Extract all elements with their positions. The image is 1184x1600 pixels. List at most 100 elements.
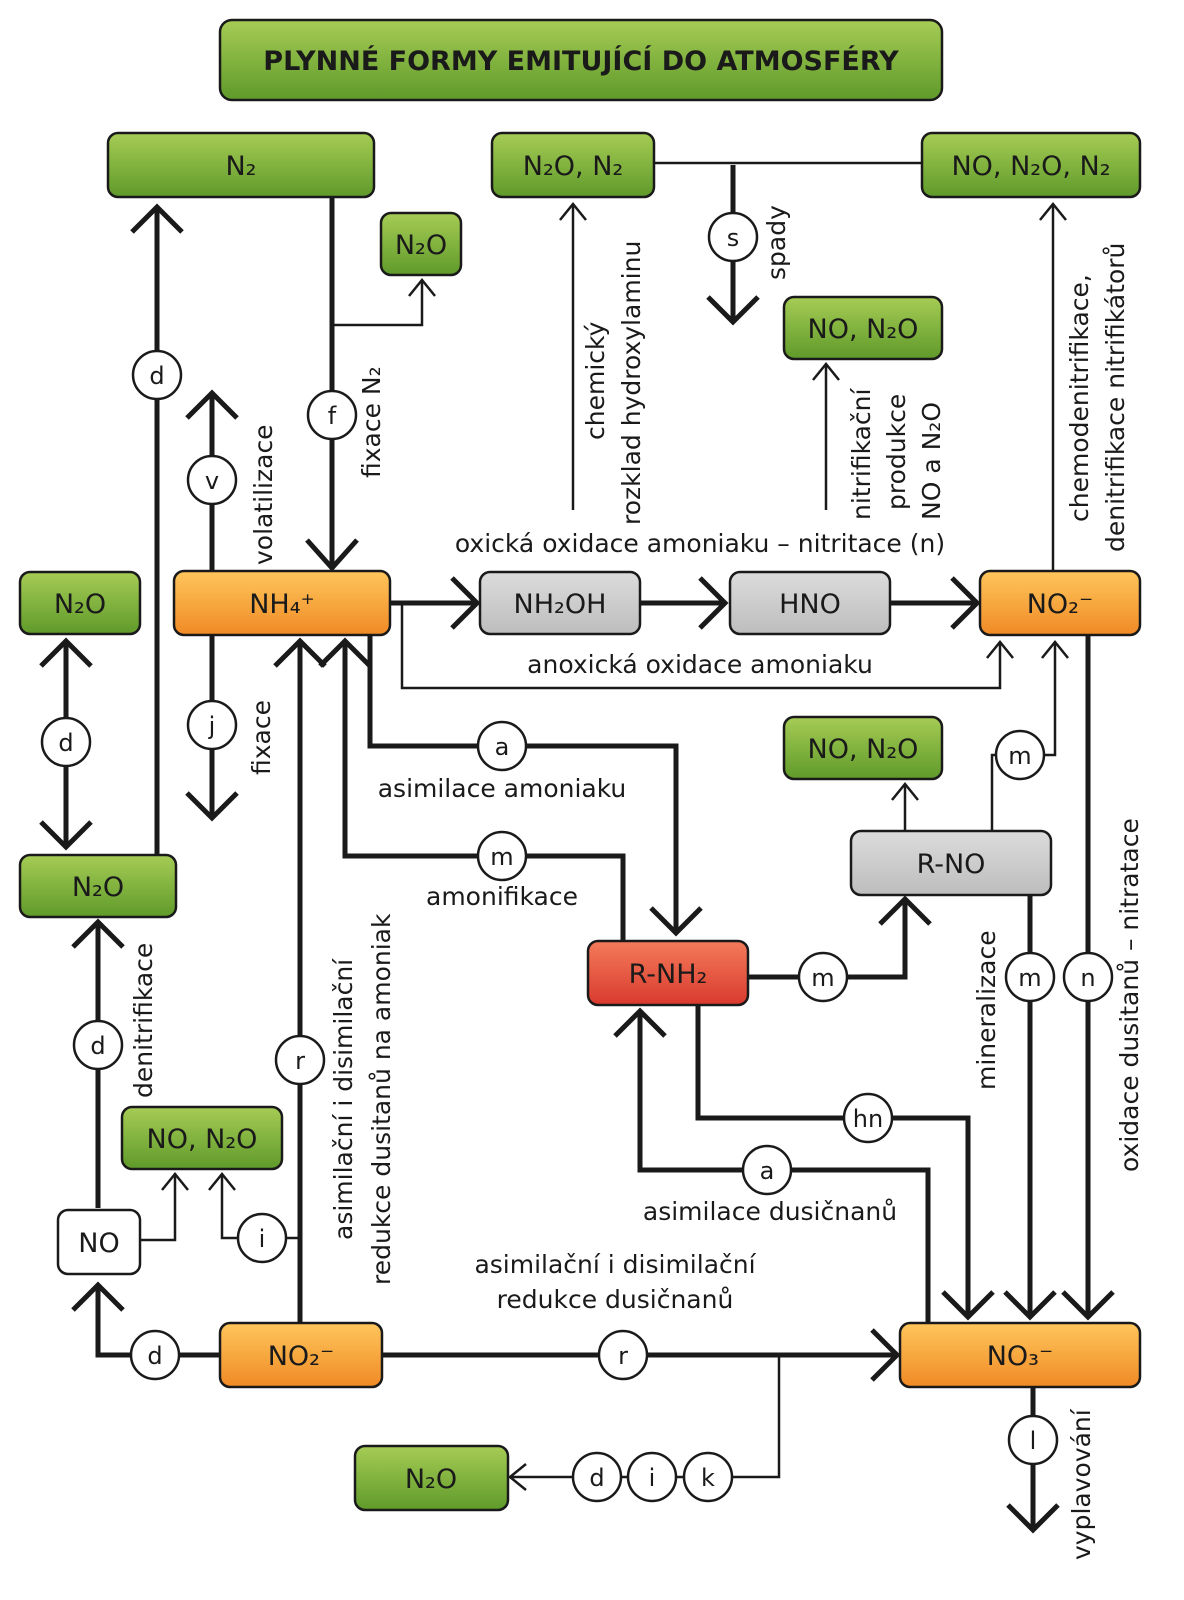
svg-text:a: a <box>495 733 510 761</box>
label-mineralizace: mineralizace <box>972 930 1001 1090</box>
label-amonifikace: amonifikace <box>426 882 578 911</box>
svg-text:d: d <box>147 1342 162 1370</box>
svg-text:hn: hn <box>853 1105 883 1133</box>
label-red-dusicnanu-1: asimilační i disimilační <box>474 1250 756 1279</box>
circle-f: f <box>306 389 358 441</box>
box-n2o-left-top-label: N₂O <box>54 589 106 620</box>
svg-text:i: i <box>259 1225 266 1253</box>
box-nh2oh-label: NH₂OH <box>514 589 607 620</box>
circle-r1: r <box>274 1034 326 1086</box>
box-no-n2o-n2-top-label: NO, N₂O, N₂ <box>951 151 1110 182</box>
label-chemicky: chemický <box>581 321 610 440</box>
circle-a2: a <box>741 1144 793 1196</box>
box-rno: R-NO <box>849 829 1053 897</box>
box-no-white-label: NO <box>78 1228 119 1259</box>
label-anoxicka: anoxická oxidace amoniaku <box>527 650 873 679</box>
box-no2-bottom-label: NO₂⁻ <box>268 1341 335 1372</box>
svg-text:d: d <box>149 362 164 390</box>
box-no-n2o-n2-top: NO, N₂O, N₂ <box>920 131 1142 199</box>
box-nh2oh: NH₂OH <box>478 570 642 636</box>
title-box: PLYNNÉ FORMY EMITUJÍCÍ DO ATMOSFÉRY <box>218 18 944 102</box>
process-circles: d f v s d j a m m m m n d r hn a i d r d… <box>40 211 1114 1503</box>
label-chemodenit: chemodenitrifikace, <box>1065 274 1094 522</box>
circle-l: l <box>1007 1414 1059 1466</box>
svg-text:d: d <box>589 1464 604 1492</box>
svg-text:f: f <box>328 402 337 430</box>
box-n2-top: N₂ <box>106 131 376 199</box>
label-produkce: produkce <box>882 394 911 510</box>
box-rno-label: R-NO <box>917 849 986 880</box>
label-nitrifikacni: nitrifikační <box>847 387 876 520</box>
box-n2-top-label: N₂ <box>225 151 256 182</box>
arrowheads-thick <box>39 203 1115 1534</box>
box-no3: NO₃⁻ <box>898 1321 1142 1389</box>
box-hno-label: HNO <box>779 589 841 620</box>
label-spady: spady <box>762 205 791 280</box>
box-no2-right: NO₂⁻ <box>978 569 1142 637</box>
box-nh4: NH₄⁺ <box>172 569 392 637</box>
box-n2o-bottom-label: N₂O <box>405 1464 457 1495</box>
box-no-n2o-nitrification: NO, N₂O <box>782 295 944 361</box>
box-n2o-n2-top-label: N₂O, N₂ <box>523 151 623 182</box>
label-asim-disim-1: asimilační i disimilační <box>329 958 358 1240</box>
circle-m4: m <box>1004 951 1056 1003</box>
box-n2o-mid-left-label: N₂O <box>72 872 124 903</box>
box-no-n2o-rno-label: NO, N₂O <box>808 734 919 765</box>
arrowheads-thin <box>161 202 1069 1491</box>
circle-i1: i <box>236 1212 288 1264</box>
box-n2o-n2-top: N₂O, N₂ <box>490 131 656 199</box>
circle-s: s <box>707 211 759 263</box>
box-no-n2o-nitrification-label: NO, N₂O <box>808 314 919 345</box>
circle-d5: d <box>571 1451 623 1503</box>
label-red-dusicnanu-2: redukce dusičnanů <box>497 1285 734 1314</box>
svg-text:j: j <box>208 712 216 740</box>
box-no3-label: NO₃⁻ <box>987 1341 1054 1372</box>
box-n2o-mid-left: N₂O <box>18 853 178 919</box>
label-fixace: fixace <box>247 700 276 775</box>
svg-text:a: a <box>760 1157 775 1185</box>
circle-d2: d <box>40 716 92 768</box>
label-vyplavovani: vyplavování <box>1067 1408 1096 1560</box>
svg-text:m: m <box>490 843 513 871</box>
circle-m1: m <box>476 830 528 882</box>
diagram-title: PLYNNÉ FORMY EMITUJÍCÍ DO ATMOSFÉRY <box>263 45 899 77</box>
box-rnh2-label: R-NH₂ <box>629 959 708 990</box>
box-n2o-fixation-label: N₂O <box>395 230 447 261</box>
label-asimilace-dusicnanu: asimilace dusičnanů <box>643 1197 897 1226</box>
svg-text:m: m <box>811 964 834 992</box>
box-no-n2o-rno: NO, N₂O <box>782 715 944 781</box>
circle-i2: i <box>626 1451 678 1503</box>
circle-m3: m <box>797 951 849 1003</box>
svg-text:m: m <box>1018 964 1041 992</box>
box-rnh2: R-NH₂ <box>586 939 750 1007</box>
svg-text:r: r <box>618 1342 628 1370</box>
circle-j: j <box>186 699 238 751</box>
label-denitrifikace: denitrifikace <box>129 943 158 1098</box>
circle-d1: d <box>131 349 183 401</box>
label-fixace-n2: fixace N₂ <box>357 366 386 478</box>
circle-m2: m <box>994 729 1046 781</box>
label-oxicka: oxická oxidace amoniaku – nitritace (n) <box>455 529 945 558</box>
box-n2o-left-top: N₂O <box>18 570 142 636</box>
circle-k: k <box>682 1451 734 1503</box>
svg-text:m: m <box>1008 742 1031 770</box>
label-rozklad: rozklad hydroxylaminu <box>617 241 646 525</box>
label-volatilizace: volatilizace <box>249 424 278 565</box>
svg-text:l: l <box>1030 1427 1037 1455</box>
label-no-a-n2o: NO a N₂O <box>917 402 946 520</box>
circle-a1: a <box>476 720 528 772</box>
box-n2o-bottom: N₂O <box>353 1444 510 1512</box>
svg-text:k: k <box>701 1464 715 1492</box>
svg-text:s: s <box>727 224 740 252</box>
circle-n: n <box>1062 951 1114 1003</box>
svg-text:r: r <box>295 1047 305 1075</box>
circle-hn: hn <box>842 1092 894 1144</box>
process-labels: chemický rozklad hydroxylaminu spady nit… <box>129 205 1144 1560</box>
box-no-n2o-left: NO, N₂O <box>120 1105 284 1171</box>
label-denit-nitrif: denitrifikace nitrifikátorů <box>1101 243 1130 552</box>
box-no-n2o-left-label: NO, N₂O <box>147 1124 258 1155</box>
label-oxidace-dusitanu: oxidace dusitanů – nitratace <box>1115 818 1144 1172</box>
svg-text:n: n <box>1080 964 1095 992</box>
label-asimilace-amoniaku: asimilace amoniaku <box>378 774 627 803</box>
circle-r2: r <box>597 1329 649 1381</box>
